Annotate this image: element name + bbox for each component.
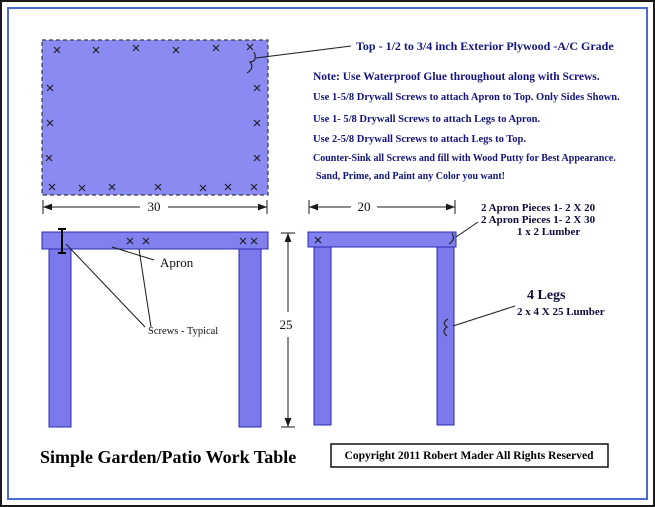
- note-line: Use 2-5/8 Drywall Screws to attach Legs …: [313, 134, 526, 145]
- screw-mark-icon: [250, 183, 258, 191]
- screw-mark-icon: [92, 46, 100, 54]
- side-leg-left: [313, 237, 332, 426]
- screw-mark-icon: [239, 237, 247, 245]
- drawing-title: Simple Garden/Patio Work Table: [40, 447, 296, 467]
- screw-mark-icon: [314, 236, 322, 244]
- apron-leader: [111, 246, 155, 261]
- dimension-leg-height: 25: [280, 232, 295, 428]
- screw-mark-icon: [48, 183, 56, 191]
- leg-brace-icon: [443, 318, 449, 337]
- apron-callout-line-1: 2 Apron Pieces 1- 2 X 20: [481, 202, 596, 214]
- front-leg-right: [238, 237, 262, 428]
- apron-label: Apron: [160, 255, 194, 270]
- side-leg-right: [436, 237, 455, 426]
- screw-mark-icon: [126, 237, 134, 245]
- screw-mark-icon: [154, 183, 162, 191]
- screw-mark-icon: [53, 46, 61, 54]
- screws-top-view: [45, 43, 261, 192]
- screw-mark-icon: [246, 43, 254, 51]
- top-view-panel: [41, 39, 269, 196]
- screw-mark-icon: [142, 237, 150, 245]
- arrow-right-icon: [258, 203, 267, 211]
- apron-callout-leader: [455, 221, 479, 238]
- top-leader-brace-icon: [246, 51, 256, 74]
- screws-front-apron: [126, 237, 258, 245]
- screw-mark-icon: [253, 119, 261, 127]
- note-line: Counter-Sink all Screws and fill with Wo…: [313, 153, 616, 164]
- front-leg-left: [48, 237, 72, 428]
- screw-mark-icon: [250, 237, 258, 245]
- apron-hook-icon: [448, 232, 455, 245]
- note-line: Note: Use Waterproof Glue throughout alo…: [313, 71, 600, 83]
- note-line: Use 1- 5/8 Drywall Screws to attach Legs…: [313, 114, 540, 125]
- arrow-up-icon: [284, 233, 292, 242]
- apron-fastener-mark: [58, 228, 66, 254]
- front-apron: [41, 231, 269, 250]
- apron-callout-line-2: 2 Apron Pieces 1- 2 X 30: [481, 214, 596, 226]
- legs-callout-title: 4 Legs: [527, 288, 566, 303]
- note-line: Use 1-5/8 Drywall Screws to attach Apron…: [313, 92, 620, 103]
- screw-mark-icon: [46, 84, 54, 92]
- note-line: Sand, Prime, and Paint any Color you wan…: [316, 171, 505, 182]
- screw-mark-icon: [45, 154, 53, 162]
- screw-mark-icon: [253, 154, 261, 162]
- screw-mark-icon: [224, 183, 232, 191]
- copyright-text: Copyright 2011 Robert Mader All Rights R…: [345, 450, 595, 462]
- screws-side-apron: [314, 236, 322, 244]
- arrow-left-icon: [309, 203, 318, 211]
- arrow-left-icon: [43, 203, 52, 211]
- screw-mark-icon: [253, 84, 261, 92]
- dimension-leg-height-value: 25: [280, 317, 293, 332]
- screw-mark-icon: [212, 44, 220, 52]
- copyright-box: [330, 443, 609, 468]
- top-label: Top - 1/2 to 3/4 inch Exterior Plywood -…: [356, 39, 614, 53]
- build-notes: Note: Use Waterproof Glue throughout alo…: [313, 71, 620, 182]
- dimension-side-width-value: 20: [358, 199, 371, 214]
- screw-mark-icon: [46, 119, 54, 127]
- screw-mark-icon: [78, 184, 86, 192]
- screw-mark-icon: [108, 183, 116, 191]
- screw-mark-icon: [172, 46, 180, 54]
- side-apron: [307, 231, 457, 248]
- apron-callout-line-3: 1 x 2 Lumber: [517, 226, 580, 238]
- screws-label: Screws - Typical: [148, 326, 218, 337]
- screw-mark-icon: [132, 44, 140, 52]
- screw-mark-icon: [199, 184, 207, 192]
- screws-leader-1: [65, 243, 146, 328]
- inner-border: [7, 7, 648, 500]
- screws-leader-2: [138, 248, 152, 328]
- dimension-top-width-value: 30: [148, 199, 161, 214]
- dimension-side-width: 20: [308, 199, 456, 214]
- arrow-right-icon: [446, 203, 455, 211]
- dimension-top-width: 30: [42, 199, 268, 214]
- top-label-leader: [255, 45, 352, 59]
- legs-callout-spec: 2 x 4 X 25 Lumber: [517, 306, 605, 318]
- legs-callout-leader: [452, 305, 516, 327]
- arrow-down-icon: [284, 418, 292, 427]
